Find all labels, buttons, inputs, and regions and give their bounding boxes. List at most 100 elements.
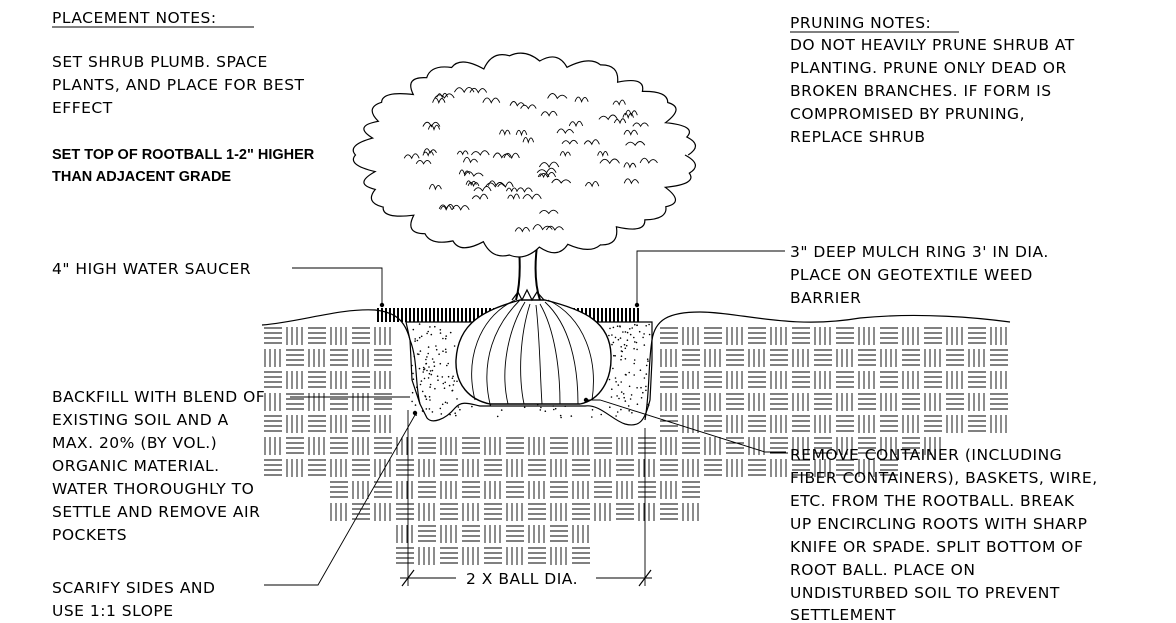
- soil-hatch-block: [836, 459, 854, 476]
- stipple-dot: [456, 380, 458, 383]
- soil-hatch-block: [528, 437, 545, 455]
- saucer-leader-line: [292, 267, 383, 303]
- stipple-dot: [645, 364, 648, 367]
- container-callout-line-7: UNDISTURBED SOIL TO PREVENT: [790, 584, 1060, 602]
- soil-hatch-block: [440, 525, 457, 543]
- soil-hatch-block: [440, 437, 457, 455]
- canopy-leaf-arc: [623, 129, 639, 136]
- stipple-dot: [635, 341, 638, 344]
- soil-hatch-block: [616, 481, 633, 499]
- stipple-dot: [419, 350, 422, 352]
- soil-hatch-block: [902, 327, 919, 345]
- soil-hatch-block: [462, 437, 480, 454]
- stipple-dot: [421, 410, 424, 412]
- stipple-dot: [444, 348, 447, 351]
- canopy-leaf-arc: [509, 101, 525, 107]
- soil-hatch-block: [330, 327, 347, 345]
- soil-hatch-block: [858, 393, 876, 410]
- soil-hatch-block: [572, 437, 589, 455]
- stipple-dot: [631, 327, 633, 329]
- stipple-dot: [636, 387, 638, 389]
- soil-hatch-block: [770, 327, 787, 345]
- soil-hatch: [264, 327, 1008, 565]
- stipple-dot: [418, 353, 420, 356]
- canopy-leaf-arc: [583, 139, 600, 146]
- backfill-callout: BACKFILL WITH BLEND OF EXISTING SOIL AND…: [52, 388, 265, 544]
- canopy-leaf-arc: [568, 120, 584, 128]
- existing-soil: [261, 309, 1011, 565]
- soil-hatch-block: [704, 371, 722, 388]
- saucer-leader-dot: [379, 302, 385, 308]
- stipple-dot: [554, 407, 557, 410]
- stipple-dot: [616, 325, 619, 328]
- canopy-leaf-arc: [599, 158, 620, 165]
- stipple-dot: [429, 370, 432, 372]
- soil-hatch-block: [528, 481, 545, 499]
- container-callout-line-5: KNIFE OR SPADE. SPLIT BOTTOM OF: [790, 538, 1083, 556]
- soil-hatch-block: [726, 415, 743, 433]
- canopy-leaf-arc: [422, 151, 434, 157]
- saucer-callout-text: 4" HIGH WATER SAUCER: [52, 260, 251, 278]
- rootball-note-line-1: SET TOP OF ROOTBALL 1-2" HIGHER: [52, 147, 315, 163]
- canopy-leaf-arc: [522, 193, 542, 200]
- soil-hatch-block: [352, 481, 369, 499]
- stipple-dot: [633, 362, 635, 365]
- canopy-leaf-arc: [540, 110, 558, 117]
- canopy-leaf-arc: [454, 86, 475, 94]
- soil-hatch-block: [836, 349, 853, 367]
- soil-hatch-block: [748, 371, 766, 388]
- stipple-dot: [439, 407, 442, 410]
- soil-hatch-block: [880, 415, 898, 432]
- soil-hatch-block: [374, 349, 392, 366]
- soil-hatch-block: [286, 393, 304, 410]
- canopy-leaf-arc: [632, 122, 649, 128]
- soil-hatch-block: [748, 349, 765, 367]
- soil-hatch-block: [858, 349, 876, 366]
- stipple-dot: [445, 351, 447, 353]
- canopy-leaf-arc: [440, 205, 453, 211]
- stipple-dot: [446, 402, 449, 404]
- stipple-dot: [423, 377, 426, 380]
- root-ball-contour-5: [539, 303, 561, 405]
- dimension-2x-ball: 2 X BALL DIA.: [400, 410, 652, 588]
- placement-note-line-3: EFFECT: [52, 99, 113, 117]
- stipple-dot: [416, 353, 419, 355]
- stipple-dot: [625, 344, 628, 347]
- stipple-dot: [591, 409, 594, 411]
- soil-hatch-block: [330, 481, 348, 498]
- stipple-dot: [626, 331, 629, 334]
- stipple-dot: [433, 365, 436, 368]
- stipple-dot: [425, 398, 428, 401]
- stipple-dot: [612, 341, 615, 344]
- soil-hatch-block: [660, 503, 678, 520]
- stipple-dot: [431, 411, 434, 413]
- soil-hatch-block: [484, 459, 502, 476]
- scarify-leader-dot: [412, 410, 418, 416]
- soil-hatch-block: [506, 459, 523, 477]
- soil-hatch-block: [814, 437, 832, 454]
- soil-hatch-block: [638, 459, 655, 477]
- canopy-leaf-arc: [613, 118, 627, 125]
- soil-hatch-block: [308, 327, 326, 344]
- scarify-callout: SCARIFY SIDES AND USE 1:1 SLOPE: [52, 579, 215, 620]
- soil-hatch-block: [682, 459, 699, 477]
- canopy-leaf-arc: [522, 136, 535, 144]
- canopy-leaf-arc: [537, 173, 550, 179]
- soil-hatch-block: [264, 327, 282, 344]
- root-ball-contour-6: [544, 301, 579, 405]
- soil-hatch-block: [418, 481, 436, 498]
- stipple-dot: [636, 348, 638, 351]
- canopy-leaf-arc: [464, 171, 484, 177]
- ground-surface-right: [651, 311, 1011, 341]
- soil-hatch-block: [858, 327, 875, 345]
- soil-hatch-block: [880, 437, 897, 455]
- canopy-leaf-arc: [467, 181, 480, 188]
- container-callout-line-3: ETC. FROM THE ROOTBALL. BREAK: [790, 492, 1075, 510]
- stipple-dot: [411, 391, 414, 394]
- soil-hatch-block: [594, 459, 611, 477]
- dimension-tick-left: [401, 569, 415, 587]
- soil-hatch-block: [660, 437, 677, 455]
- soil-hatch-block: [990, 415, 1007, 433]
- stipple-dot: [453, 380, 456, 382]
- soil-hatch-block: [330, 459, 347, 477]
